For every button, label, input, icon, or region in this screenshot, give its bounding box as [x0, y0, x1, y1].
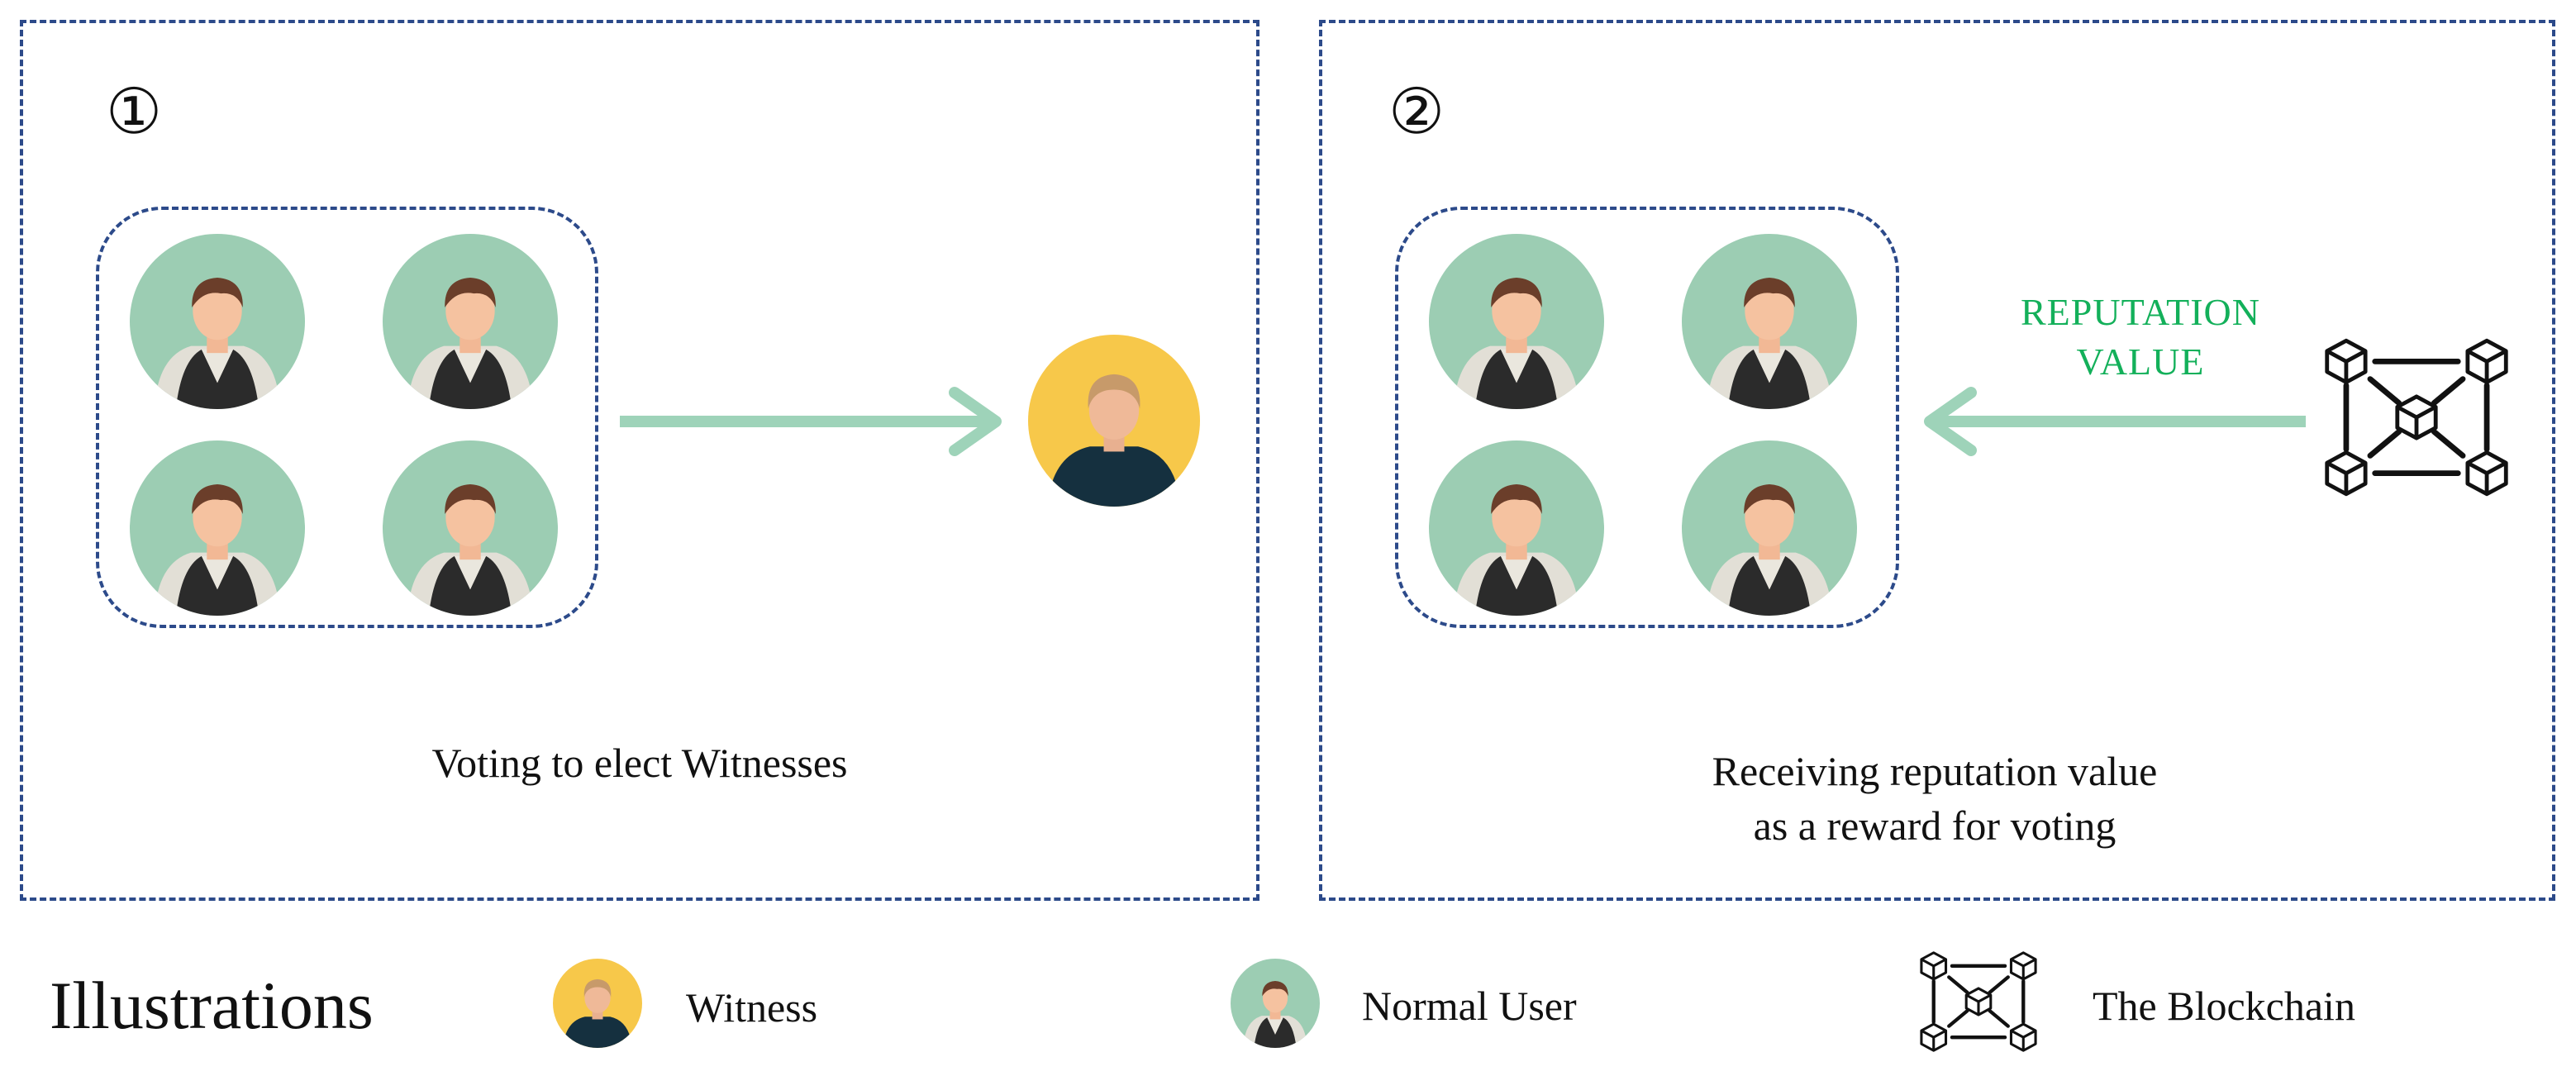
normal-user-icon	[1428, 234, 1605, 409]
blockchain-icon	[2321, 329, 2512, 506]
blockchain-icon	[1917, 945, 2040, 1058]
legend-normal-user-label: Normal User	[1362, 983, 1577, 1029]
panel-2-caption: Receiving reputation value as a reward f…	[1286, 744, 2576, 853]
normal-user-icon	[1230, 959, 1321, 1048]
panel-2-caption-line-2: as a reward for voting	[1753, 802, 2117, 849]
panel-voting	[20, 20, 1259, 901]
normal-user-icon	[1681, 234, 1858, 409]
voter-group-2	[1395, 207, 1899, 628]
arrow-vote-to-witness	[620, 387, 1002, 456]
legend-title: Illustrations	[50, 968, 374, 1043]
witness-icon	[552, 959, 643, 1048]
normal-user-icon	[129, 440, 306, 616]
normal-user-icon	[1428, 440, 1605, 616]
panel-1-number: ①	[106, 78, 163, 147]
reputation-value-label: REPUTATION VALUE	[1967, 288, 2314, 387]
panel-2-caption-line-1: Receiving reputation value	[1712, 748, 2158, 794]
normal-user-icon	[1681, 440, 1858, 616]
normal-user-icon	[382, 234, 559, 409]
panel-reward	[1319, 20, 2555, 901]
arrow-reputation-to-voters	[1924, 387, 2306, 456]
normal-user-icon	[129, 234, 306, 409]
witness-icon	[1025, 335, 1203, 507]
reputation-label-line-1: REPUTATION	[2021, 291, 2260, 333]
panel-2-number: ②	[1388, 78, 1445, 147]
voter-group-1	[96, 207, 598, 628]
legend-blockchain-label: The Blockchain	[2093, 983, 2355, 1029]
legend-witness-label: Witness	[686, 984, 818, 1031]
reputation-label-line-2: VALUE	[2076, 340, 2205, 383]
panel-1-caption: Voting to elect Witnesses	[431, 740, 848, 786]
normal-user-icon	[382, 440, 559, 616]
